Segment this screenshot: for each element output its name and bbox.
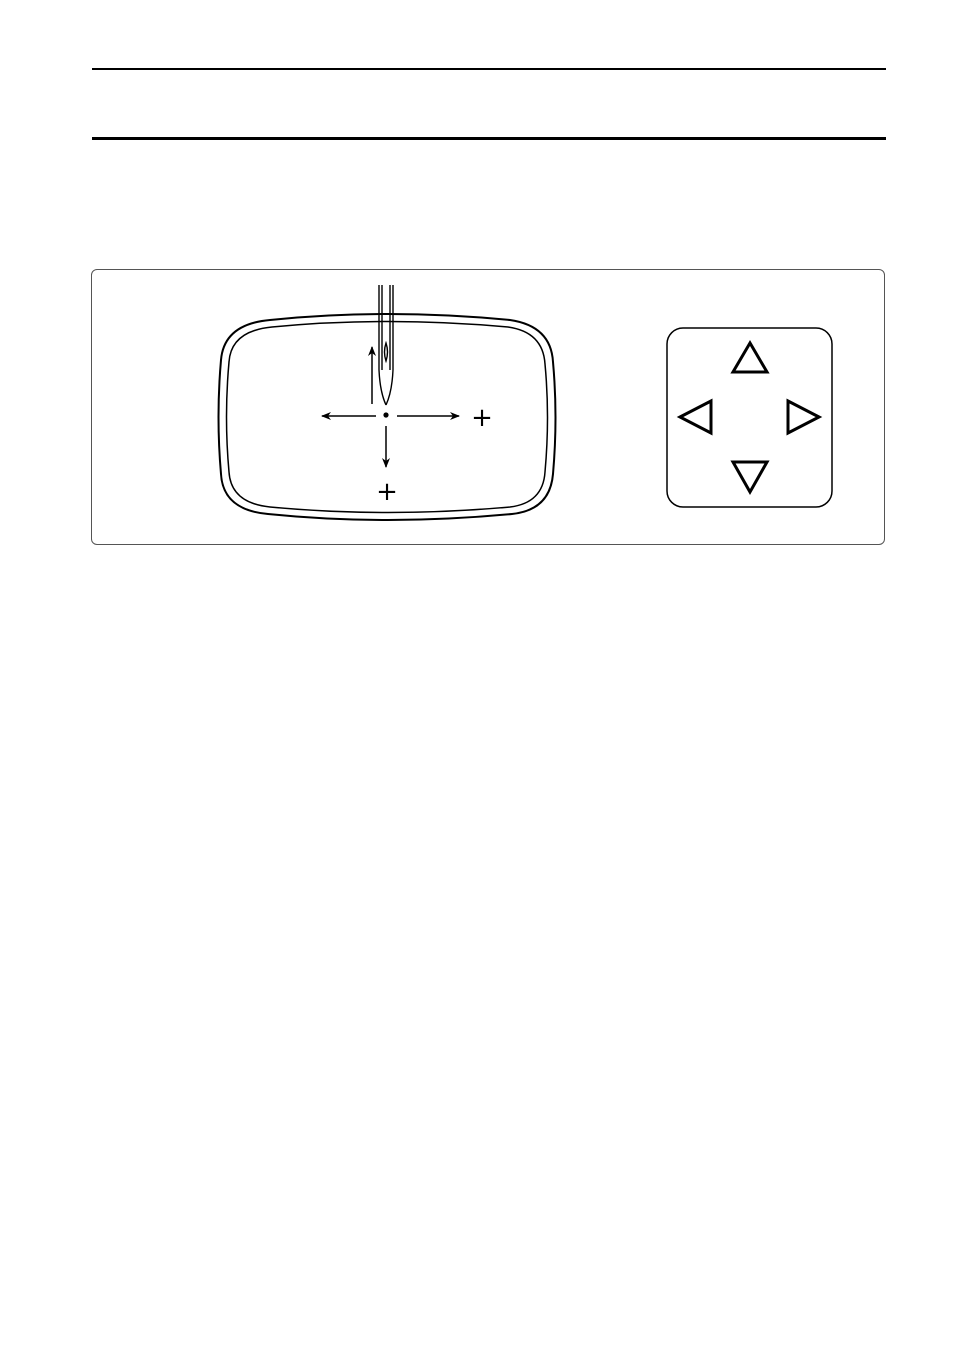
triangle-left-icon <box>680 401 711 433</box>
left-arrow-button[interactable] <box>680 401 711 433</box>
needle-icon <box>379 285 393 405</box>
up-arrow-button[interactable] <box>733 343 767 372</box>
arrow-keypad <box>667 328 832 507</box>
keypad-panel <box>667 328 832 507</box>
x-positive-label: + <box>471 403 493 433</box>
y-positive-label: + <box>376 477 398 507</box>
down-arrow-button[interactable] <box>733 462 767 492</box>
center-point <box>383 412 388 417</box>
triangle-up-icon <box>733 343 767 372</box>
triangle-down-icon <box>733 462 767 492</box>
triangle-right-icon <box>788 401 819 433</box>
right-arrow-button[interactable] <box>788 401 819 433</box>
